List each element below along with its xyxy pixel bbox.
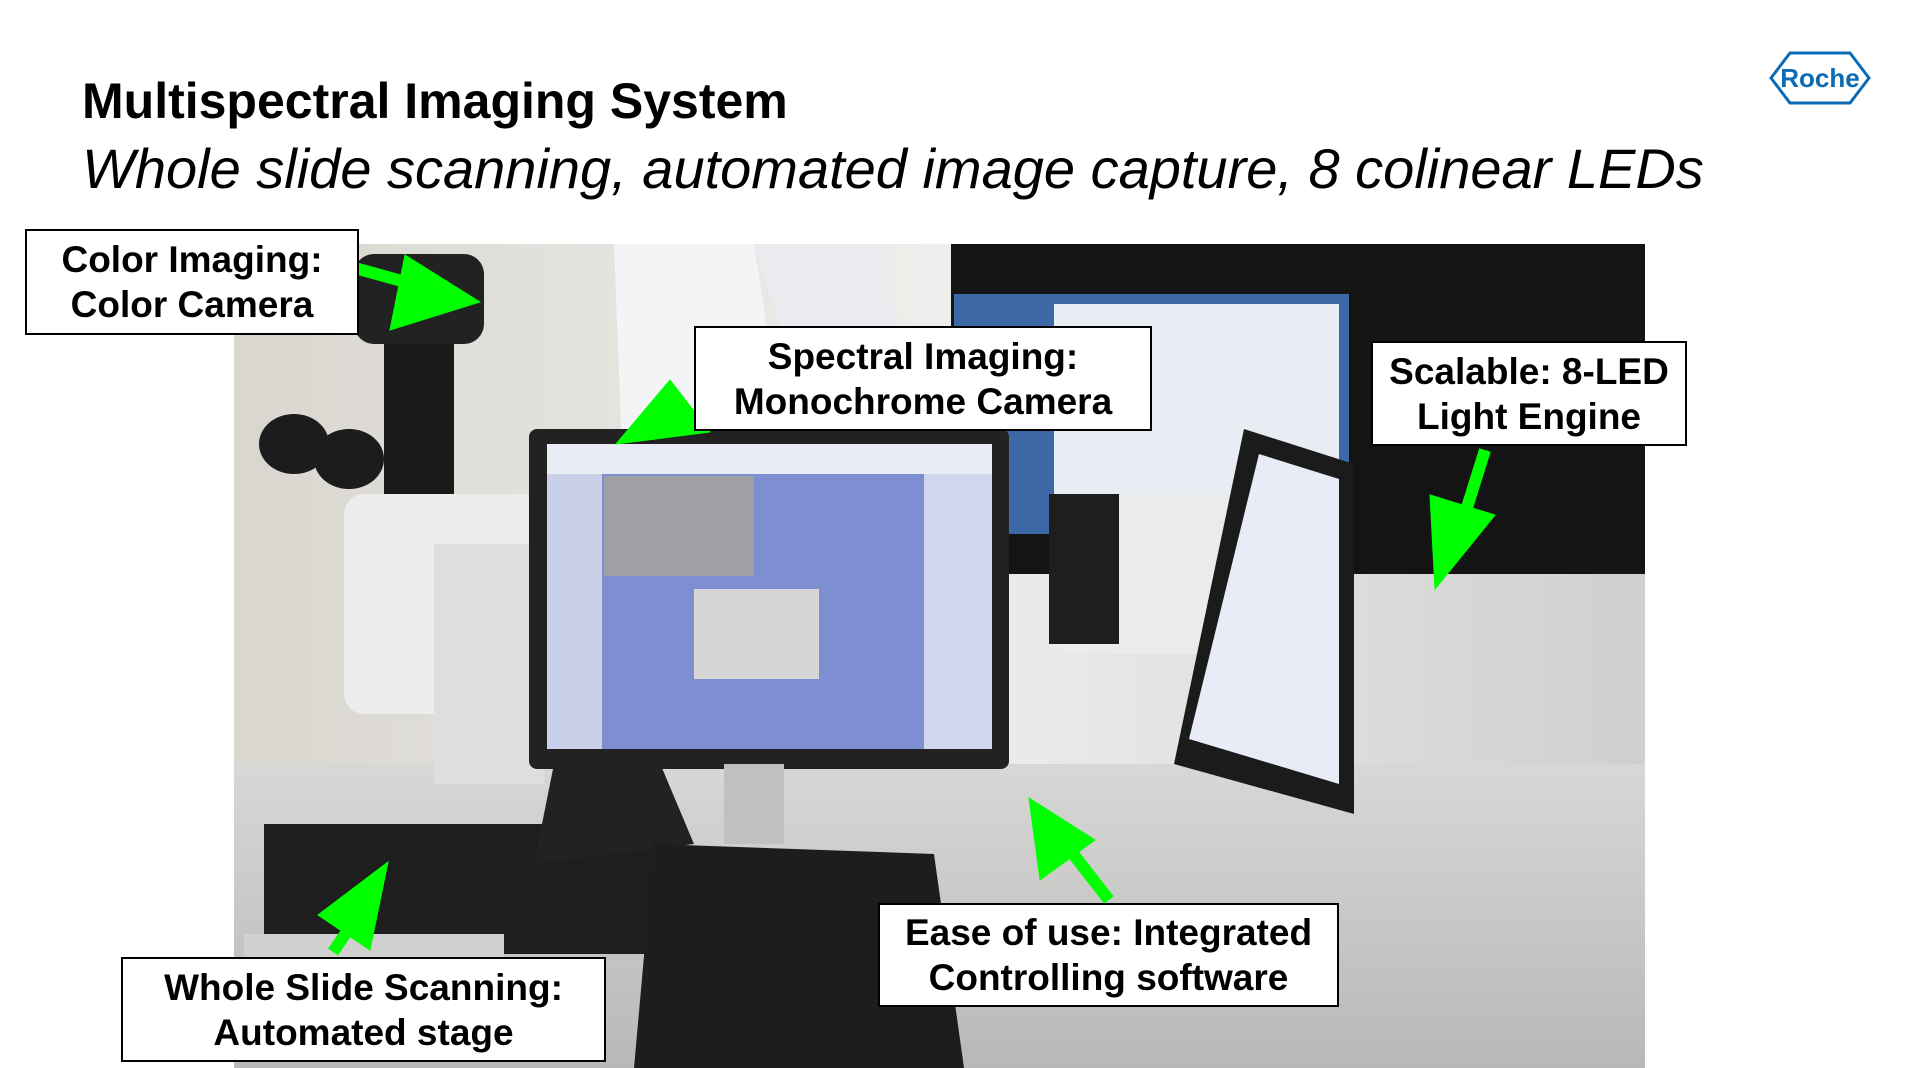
callout-line: Color Imaging:: [61, 239, 323, 280]
callout-line: Scalable: 8-LED: [1389, 350, 1669, 392]
callout-line: Whole Slide Scanning:: [164, 966, 563, 1008]
callout-line: Spectral Imaging:: [767, 335, 1079, 377]
callout-spectral-imaging: Spectral Imaging: Monochrome Camera: [694, 326, 1152, 431]
callout-software: Ease of use: Integrated Controlling soft…: [878, 903, 1339, 1007]
callout-line: Controlling software: [928, 957, 1289, 998]
callout-line: Ease of use: Integrated: [904, 912, 1313, 953]
svg-text:Roche: Roche: [1780, 63, 1859, 93]
callout-line: Automated stage: [213, 1011, 514, 1053]
slide-title: Multispectral Imaging System: [82, 73, 788, 129]
callout-color-imaging: Color Imaging: Color Camera: [25, 229, 359, 335]
callout-light-engine: Scalable: 8-LED Light Engine: [1371, 341, 1687, 446]
callout-line: Color Camera: [70, 284, 314, 325]
callout-line: Light Engine: [1416, 395, 1642, 437]
callout-line: Monochrome Camera: [733, 380, 1113, 422]
slide-subtitle: Whole slide scanning, automated image ca…: [82, 137, 1704, 200]
roche-logo: Roche: [1769, 51, 1871, 105]
callout-whole-slide: Whole Slide Scanning: Automated stage: [121, 957, 606, 1062]
